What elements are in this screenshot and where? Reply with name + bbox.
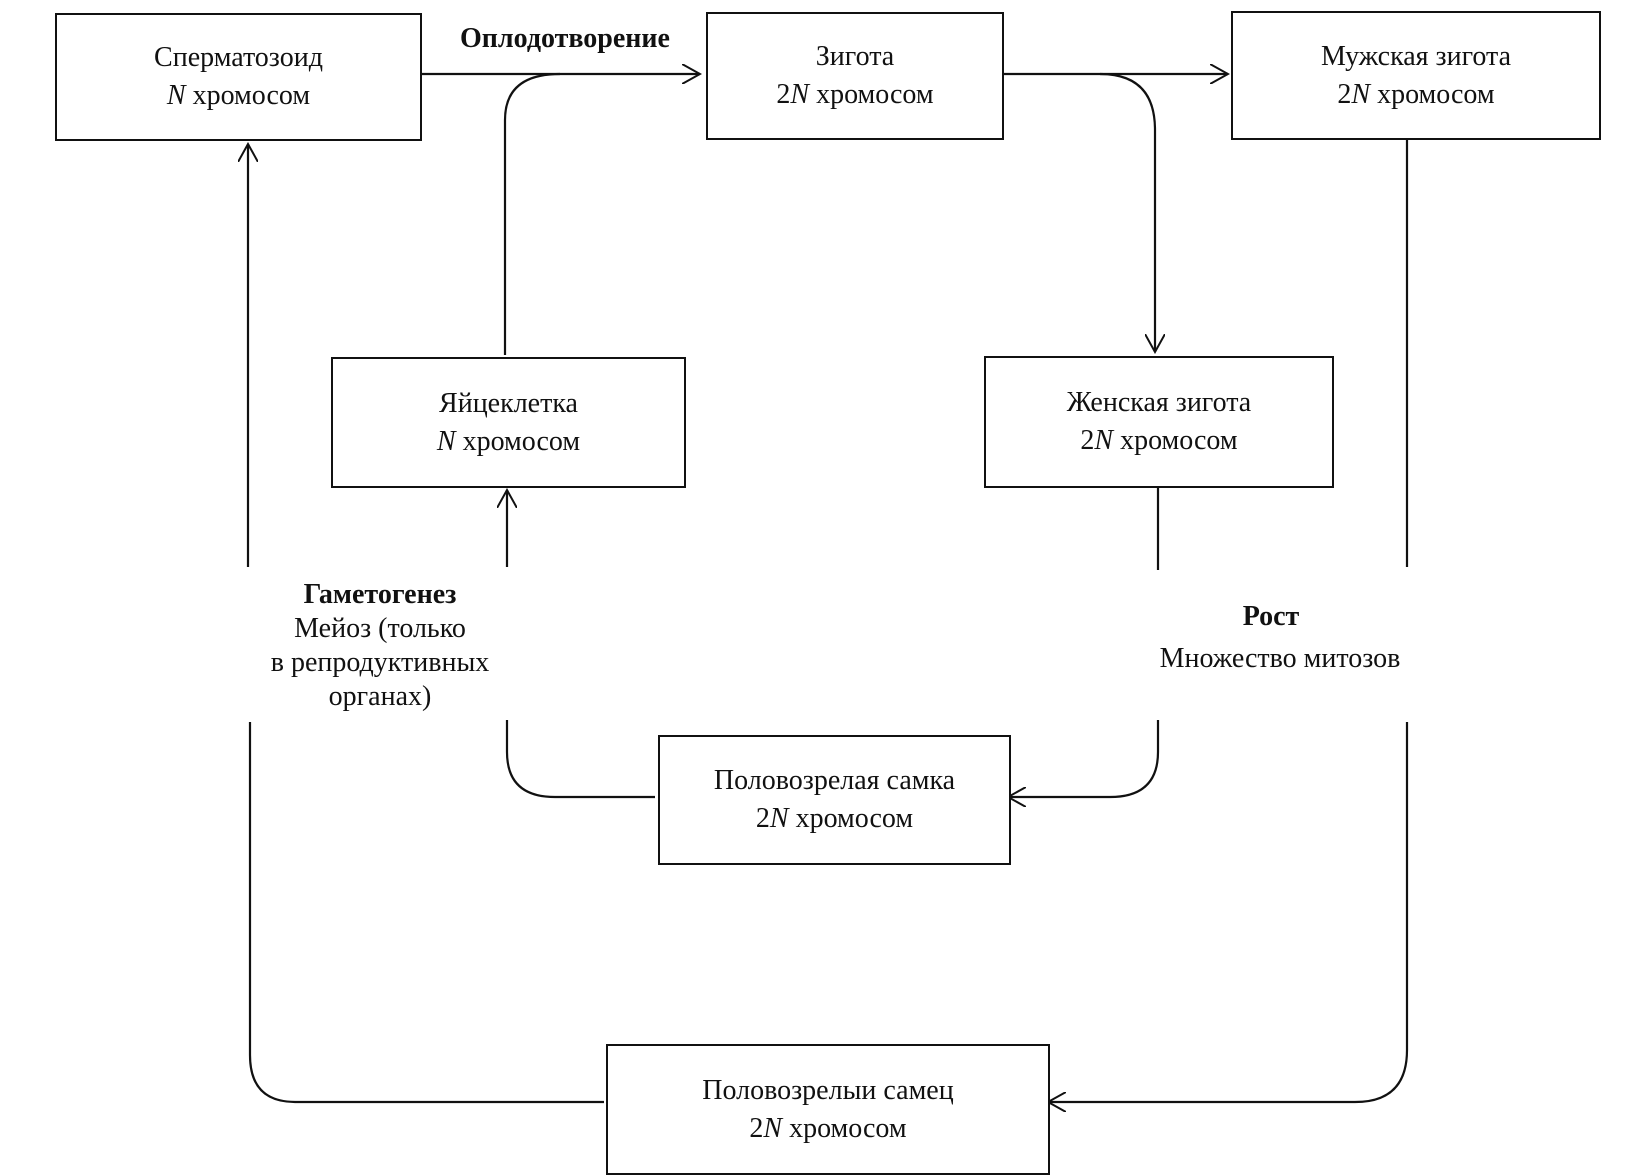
box-zygote: Зигота 2N хромосом — [706, 12, 1004, 140]
arrow-zygote-to-female-zygote — [1099, 72, 1155, 352]
box-spermatozoid: Сперматозоид N хромосом — [55, 13, 422, 141]
box-mature-male-chromosomes: 2N хромосом — [749, 1112, 907, 1144]
box-mature-female-title: Половозрелая самка — [713, 765, 956, 796]
box-female-zygote-chromosomes: 2N хромосом — [1080, 425, 1238, 456]
box-egg-cell-chromosomes: N хромосом — [436, 425, 581, 457]
box-spermatozoid-title: Сперматозоид — [154, 42, 323, 73]
box-male-zygote-title: Мужская зигота — [1320, 40, 1512, 72]
label-growth-line1: Множество митозов — [1159, 643, 1401, 674]
label-fertilization: Оплодотворение — [440, 22, 690, 56]
label-gametogenesis-line3: органах) — [328, 681, 432, 712]
arrow-growth-to-male-adult — [1048, 722, 1409, 1102]
box-egg-cell-title: Яйцеклетка — [439, 387, 578, 419]
label-gametogenesis-line2: в репродуктивных — [270, 647, 490, 678]
box-zygote-chromosomes: 2N хромосом — [776, 79, 934, 110]
box-male-zygote-chromosomes: 2N хромосом — [1337, 78, 1495, 110]
box-spermatozoid-chromosomes: N хромосом — [166, 80, 311, 111]
box-mature-female: Половозрелая самка 2N хромосом — [658, 735, 1011, 865]
box-male-zygote: Мужская зигота 2N хромосом — [1231, 11, 1601, 140]
label-gametogenesis-title: Гаметогенез — [303, 579, 457, 610]
label-gametogenesis: Гаметогенез Мейоз (только в репродуктивн… — [230, 578, 530, 714]
box-female-zygote-title: Женская зигота — [1066, 387, 1252, 418]
box-mature-male-title: Половозрелыи самец — [702, 1074, 954, 1106]
box-egg-cell: Яйцеклетка N хромосом — [331, 357, 686, 488]
label-growth: Рост Множество митозов — [1120, 600, 1440, 676]
box-mature-male: Половозрелыи самец 2N хромосом — [606, 1044, 1050, 1175]
box-female-zygote: Женская зигота 2N хромосом — [984, 356, 1334, 488]
label-gametogenesis-line1: Мейоз (только — [294, 613, 466, 644]
label-fertilization-text: Оплодотворение — [460, 23, 670, 54]
box-zygote-title: Зигота — [815, 41, 895, 72]
arrow-female-adult-curve — [505, 720, 655, 799]
box-mature-female-chromosomes: 2N хромосом — [755, 803, 914, 834]
arrow-egg-to-zygote — [503, 72, 561, 355]
label-growth-title: Рост — [1242, 601, 1300, 632]
arrow-male-adult-curve — [248, 722, 604, 1104]
arrow-growth-to-female-adult — [1008, 720, 1160, 797]
